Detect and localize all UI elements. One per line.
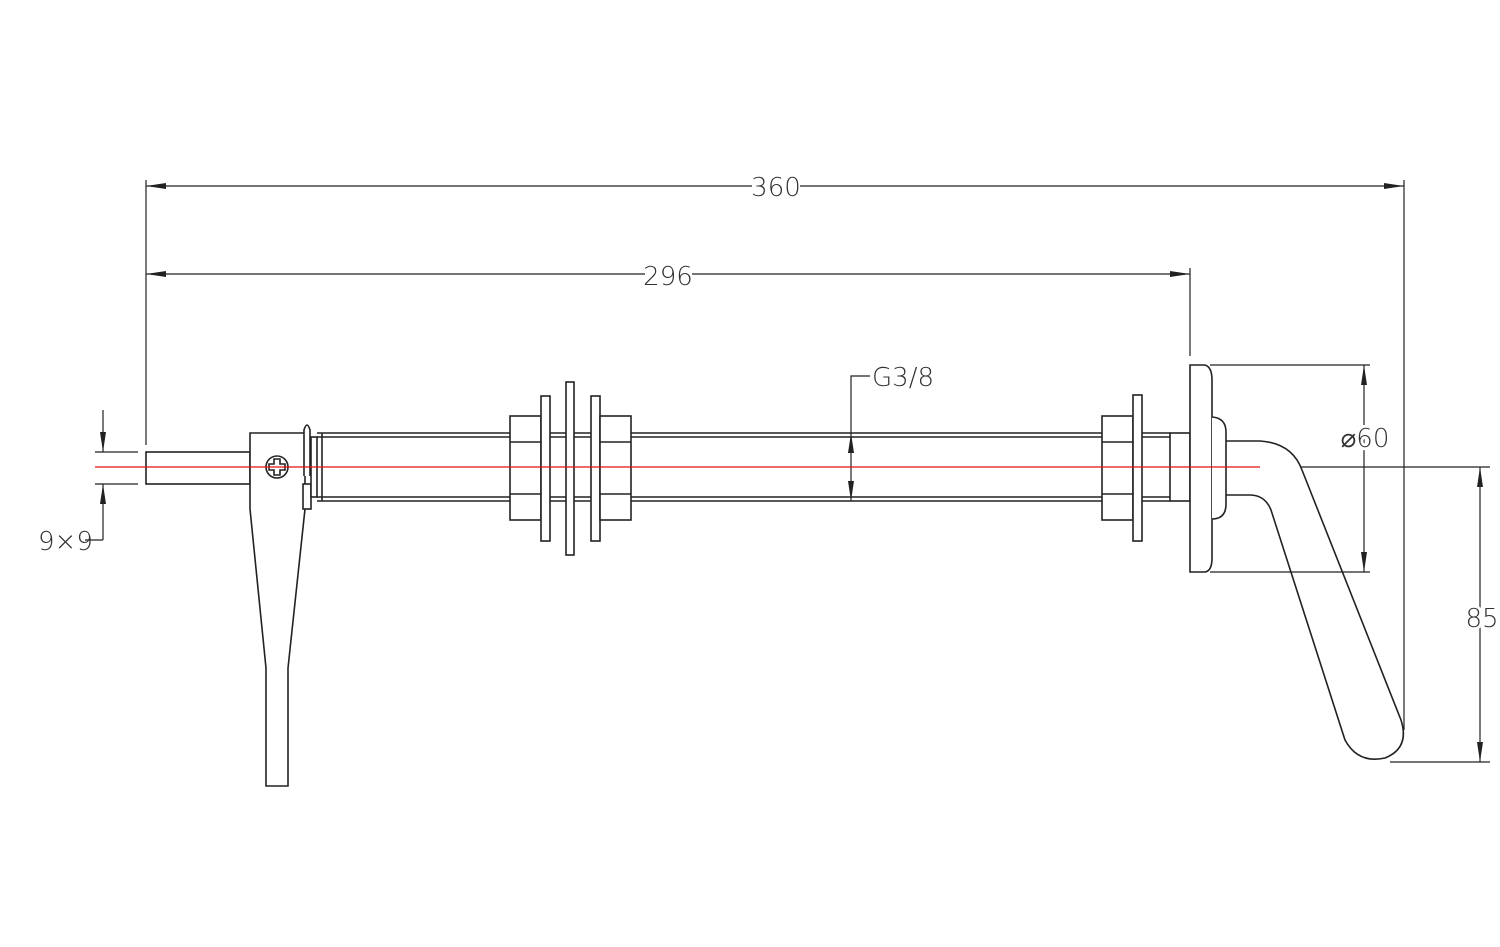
thread-label: G3/8 [872,363,934,393]
flange-boss [1211,416,1227,520]
dimension-thread: G3/8 [848,363,934,501]
dimension-diameter: ⌀60 [1210,364,1392,573]
lever-handle [249,432,306,787]
wall-flange [1189,364,1213,573]
square-label: 9×9 [38,527,93,557]
nut-assembly-right [1101,394,1191,542]
spout-arm [1226,440,1405,760]
dimension-296-label: 296 [643,262,693,292]
dimension-square: 9×9 [38,410,138,557]
dimension-85: 85 [1390,467,1500,763]
dimension-296: 296 [146,262,1191,356]
diameter-label: ⌀60 [1341,424,1390,454]
threaded-body [317,432,1170,502]
drop-label: 85 [1465,604,1498,634]
dimension-360-label: 360 [751,173,801,203]
dimension-360: 360 [145,173,1405,730]
square-shaft [145,451,251,485]
pin [303,424,311,476]
nut-assembly-left [509,381,632,556]
